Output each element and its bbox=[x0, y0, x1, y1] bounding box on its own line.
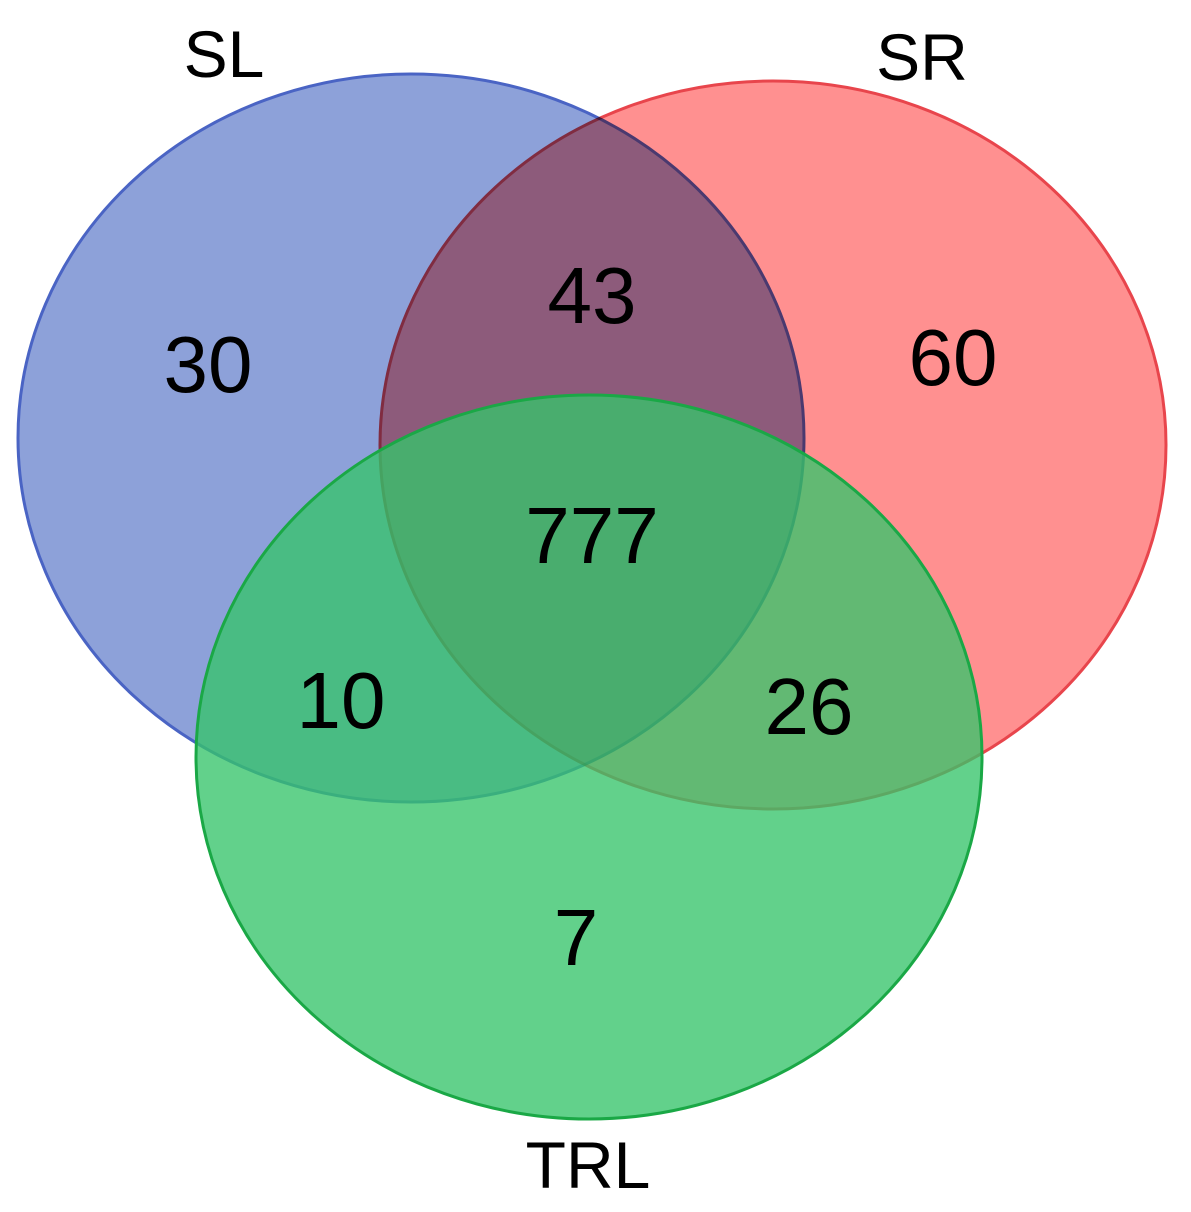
set-circle-trl bbox=[194, 393, 984, 1121]
count-trl-only: 7 bbox=[554, 893, 599, 982]
count-sl-trl: 10 bbox=[297, 656, 386, 745]
count-sr-trl: 26 bbox=[765, 662, 854, 751]
set-label-sr: SR bbox=[876, 20, 968, 94]
count-sr-only: 60 bbox=[909, 313, 998, 402]
count-sl-only: 30 bbox=[164, 320, 253, 409]
count-all-three: 777 bbox=[525, 491, 658, 580]
count-sl-sr: 43 bbox=[548, 251, 637, 340]
set-label-trl: TRL bbox=[526, 1128, 651, 1202]
set-label-sl: SL bbox=[184, 17, 265, 91]
